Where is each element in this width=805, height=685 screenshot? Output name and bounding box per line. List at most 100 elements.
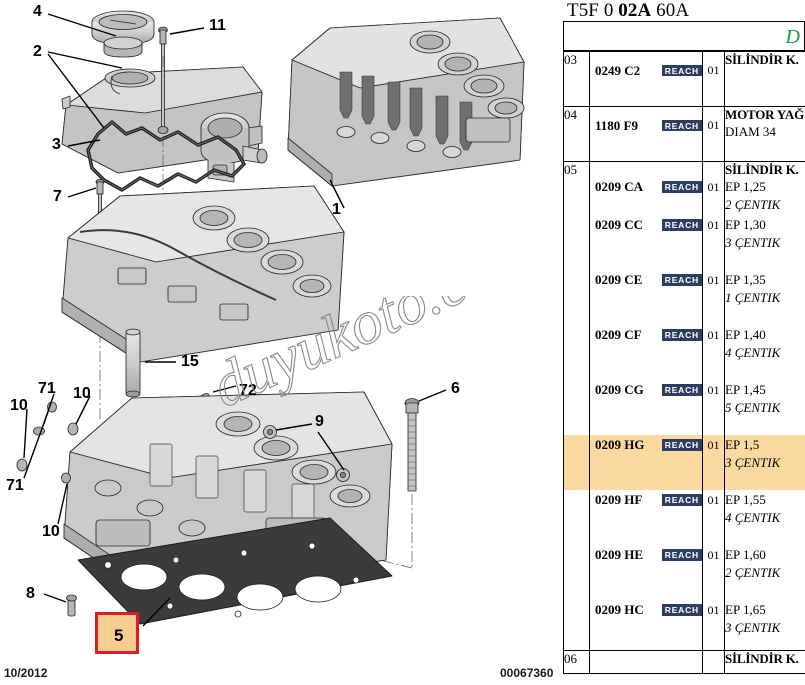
reach-badge: REACH xyxy=(661,439,702,451)
group-index-cont xyxy=(563,270,590,326)
callout-2: 2 xyxy=(33,43,42,60)
desc-line: EP 1,55 xyxy=(725,492,766,508)
callout-11: 11 xyxy=(209,17,226,34)
ref-line[interactable]: 0209 CG REACH xyxy=(591,380,702,399)
desc-line-notch: 3 ÇENTIK xyxy=(725,235,781,251)
group-index-cont xyxy=(563,600,590,652)
cover-gasket-part xyxy=(86,120,246,192)
item-ref-cell[interactable]: 0209 HC REACH xyxy=(589,600,703,652)
desc-heading: MOTOR YAĞ xyxy=(725,107,805,123)
item-ref-cell[interactable]: 0209 CF REACH xyxy=(589,325,703,381)
reach-badge: REACH xyxy=(661,384,702,396)
catalogue-subtitle-row: D xyxy=(563,22,805,51)
intake-manifold-part xyxy=(61,185,345,363)
ref-line[interactable]: 0209 CC REACH xyxy=(591,215,702,234)
ref-code: 0209 HE xyxy=(595,547,644,563)
item-ref-cell[interactable]: 0209 CG REACH xyxy=(589,380,703,436)
ref-code: 1180 F9 xyxy=(595,117,638,133)
desc-line-notch: 4 ÇENTIK xyxy=(725,345,781,361)
item-qty-cell: 01 xyxy=(702,490,725,546)
reach-badge: REACH xyxy=(661,329,702,341)
table-row[interactable]: 0209 CA REACH 01 EP 1,25 2 ÇENTIK xyxy=(563,177,805,216)
desc-line xyxy=(726,67,805,86)
table-row[interactable]: 0209 HF REACH 01 EP 1,55 4 ÇENTIK xyxy=(563,490,805,546)
desc-line: EP 1,35 xyxy=(725,272,766,288)
ref-line[interactable]: 0209 HF REACH xyxy=(591,490,702,509)
item-qty-cell: 01 xyxy=(702,600,725,652)
ref-line[interactable]: 0249 C2 REACH xyxy=(591,61,702,80)
table-row[interactable]: 0209 HC REACH 01 EP 1,65 3 ÇENTIK xyxy=(563,600,805,652)
cover-bolt-11-part xyxy=(157,26,169,134)
table-row[interactable]: 0209 CC REACH 01 EP 1,30 3 ÇENTIK xyxy=(563,215,805,271)
catalogue-title: T5F 0 02A 60A xyxy=(563,0,805,21)
table-row[interactable]: 0209 CG REACH 01 EP 1,45 5 ÇENTIK xyxy=(563,380,805,436)
ref-line[interactable]: 0209 CF REACH xyxy=(591,325,702,344)
item-ref-cell[interactable]: 0209 CE REACH xyxy=(589,270,703,326)
reach-badge: REACH xyxy=(661,604,702,616)
title-prefix: T5F 0 xyxy=(567,0,619,21)
group-desc: SİLİNDİR K. xyxy=(724,51,805,107)
item-ref-cell[interactable]: 0209 CA REACH xyxy=(589,177,703,216)
qty-value: 01 xyxy=(707,547,720,562)
ref-line[interactable]: 0209 CE REACH xyxy=(591,270,702,289)
item-desc-cell: EP 1,5 3 ÇENTIK xyxy=(724,435,805,491)
group-refs: 0249 C2 REACH xyxy=(589,51,703,107)
parts-table: 03 0249 C2 REACH 01 SİLİNDİR K. xyxy=(563,51,805,675)
highlighted-callout-5[interactable]: 5 xyxy=(95,612,139,654)
ref-line[interactable]: 0209 HE REACH xyxy=(591,545,702,564)
ref-code: 0249 C2 xyxy=(595,62,641,78)
ref-code: 0209 CC xyxy=(595,217,644,233)
dowel-sleeve-part-15 xyxy=(125,328,141,398)
qty-value: 01 xyxy=(707,118,720,133)
group-desc-heading-cell: SİLİNDİR K. xyxy=(724,161,805,178)
group-index-cont xyxy=(563,490,590,546)
parts-diagram-pane: 4 11 2 3 7 1 15 72 6 10 71 10 71 10 9 8 … xyxy=(4,3,554,680)
ref-line[interactable]: 0209 HC REACH xyxy=(591,600,702,619)
table-row[interactable]: 0209 HE REACH 01 EP 1,60 2 ÇENTIK xyxy=(563,545,805,601)
table-row[interactable]: 05 SİLİNDİR K. xyxy=(563,161,805,178)
document-code: 00067360 xyxy=(500,666,554,680)
qty-value: 01 xyxy=(707,63,720,78)
ref-line[interactable]: 0209 HG REACH xyxy=(591,435,702,454)
ref-line[interactable]: 0209 CA REACH xyxy=(591,177,702,196)
reach-badge: REACH xyxy=(661,219,702,231)
ref-line[interactable]: 1180 F9 REACH xyxy=(591,116,702,135)
item-ref-cell[interactable]: 0209 CC REACH xyxy=(589,215,703,271)
ref-code: 0209 CA xyxy=(595,179,644,195)
exploded-engine-diagram xyxy=(16,10,525,627)
table-row[interactable]: 0209 CF REACH 01 EP 1,40 4 ÇENTIK xyxy=(563,325,805,381)
desc-heading: SİLİNDİR K. xyxy=(725,651,799,667)
item-qty-cell: 01 xyxy=(702,215,725,271)
group-index-cont xyxy=(563,545,590,601)
group-refs: 1180 F9 REACH xyxy=(589,106,703,162)
group-refs-spacer xyxy=(589,161,703,178)
item-desc-cell: EP 1,25 2 ÇENTIK xyxy=(724,177,805,216)
desc-line: EP 1,40 xyxy=(725,327,766,343)
callout-9: 9 xyxy=(315,413,324,430)
table-row[interactable]: 0209 CE REACH 01 EP 1,35 1 ÇENTIK xyxy=(563,270,805,326)
desc-line-notch: 1 ÇENTIK xyxy=(725,290,781,306)
callout-10-b: 10 xyxy=(10,397,28,414)
table-row[interactable]: 03 0249 C2 REACH 01 SİLİNDİR K. xyxy=(563,51,805,107)
item-ref-cell[interactable]: 0209 HF REACH xyxy=(589,490,703,546)
ref-code: 0209 CG xyxy=(595,382,644,398)
title-bold: 02A xyxy=(618,0,652,21)
callout-71-a: 71 xyxy=(38,380,56,397)
title-suffix: 60A xyxy=(651,0,690,21)
reach-badge: REACH xyxy=(661,119,702,132)
reach-badge: REACH xyxy=(661,494,702,506)
desc-heading: SİLİNDİR K. xyxy=(725,52,799,68)
qty-value: 01 xyxy=(707,327,720,342)
ref-code: 0209 CE xyxy=(595,272,643,288)
reach-badge: REACH xyxy=(661,181,702,193)
item-ref-cell[interactable]: 0209 HE REACH xyxy=(589,545,703,601)
item-qty-cell: 01 xyxy=(702,325,725,381)
desc-line: EP 1,30 xyxy=(725,217,766,233)
table-row[interactable]: 04 1180 F9 REACH 01 MOTOR YAĞ DIAM xyxy=(563,106,805,162)
item-ref-cell[interactable]: 0209 HG REACH xyxy=(589,435,703,491)
table-row-selected[interactable]: 0209 HG REACH 01 EP 1,5 3 ÇENTIK xyxy=(563,435,805,491)
ref-code: 0209 HC xyxy=(595,602,644,618)
group-desc: SİLİNDİR K. xyxy=(724,650,805,675)
item-desc-cell: EP 1,30 3 ÇENTIK xyxy=(724,215,805,271)
table-row[interactable]: 06 SİLİNDİR K. xyxy=(563,650,805,675)
